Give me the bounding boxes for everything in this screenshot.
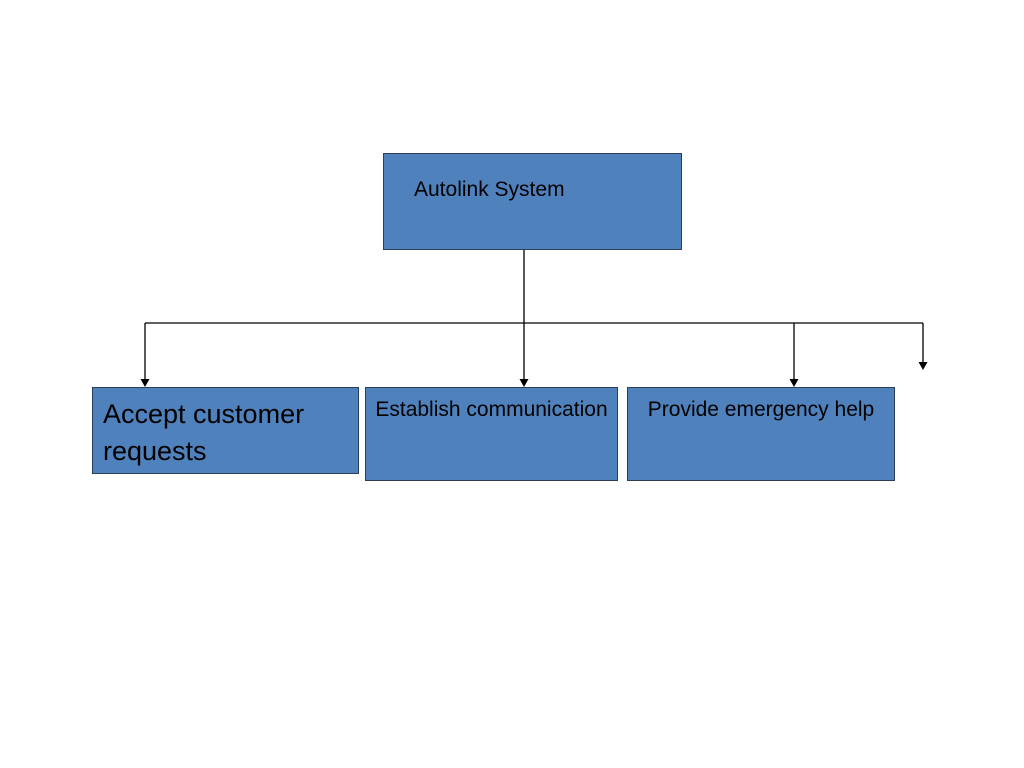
arrowhead-unlabeled [918, 362, 928, 370]
root-node-label: Autolink System [414, 178, 565, 201]
child-node-provide-emergency-help: Provide emergency help [627, 387, 895, 481]
arrowhead-establish [519, 379, 529, 387]
child-node-label: Provide emergency help [647, 398, 875, 421]
root-node-box: Autolink System [383, 153, 682, 250]
arrowhead-emergency [789, 379, 799, 387]
arrowhead-accept [140, 379, 150, 387]
child-node-label: Accept customer requests [103, 399, 305, 466]
child-node-establish-communication: Establish communication [365, 387, 618, 481]
child-node-accept-customer-requests: Accept customer requests [92, 387, 359, 474]
child-node-label: Establish communication [375, 398, 608, 421]
